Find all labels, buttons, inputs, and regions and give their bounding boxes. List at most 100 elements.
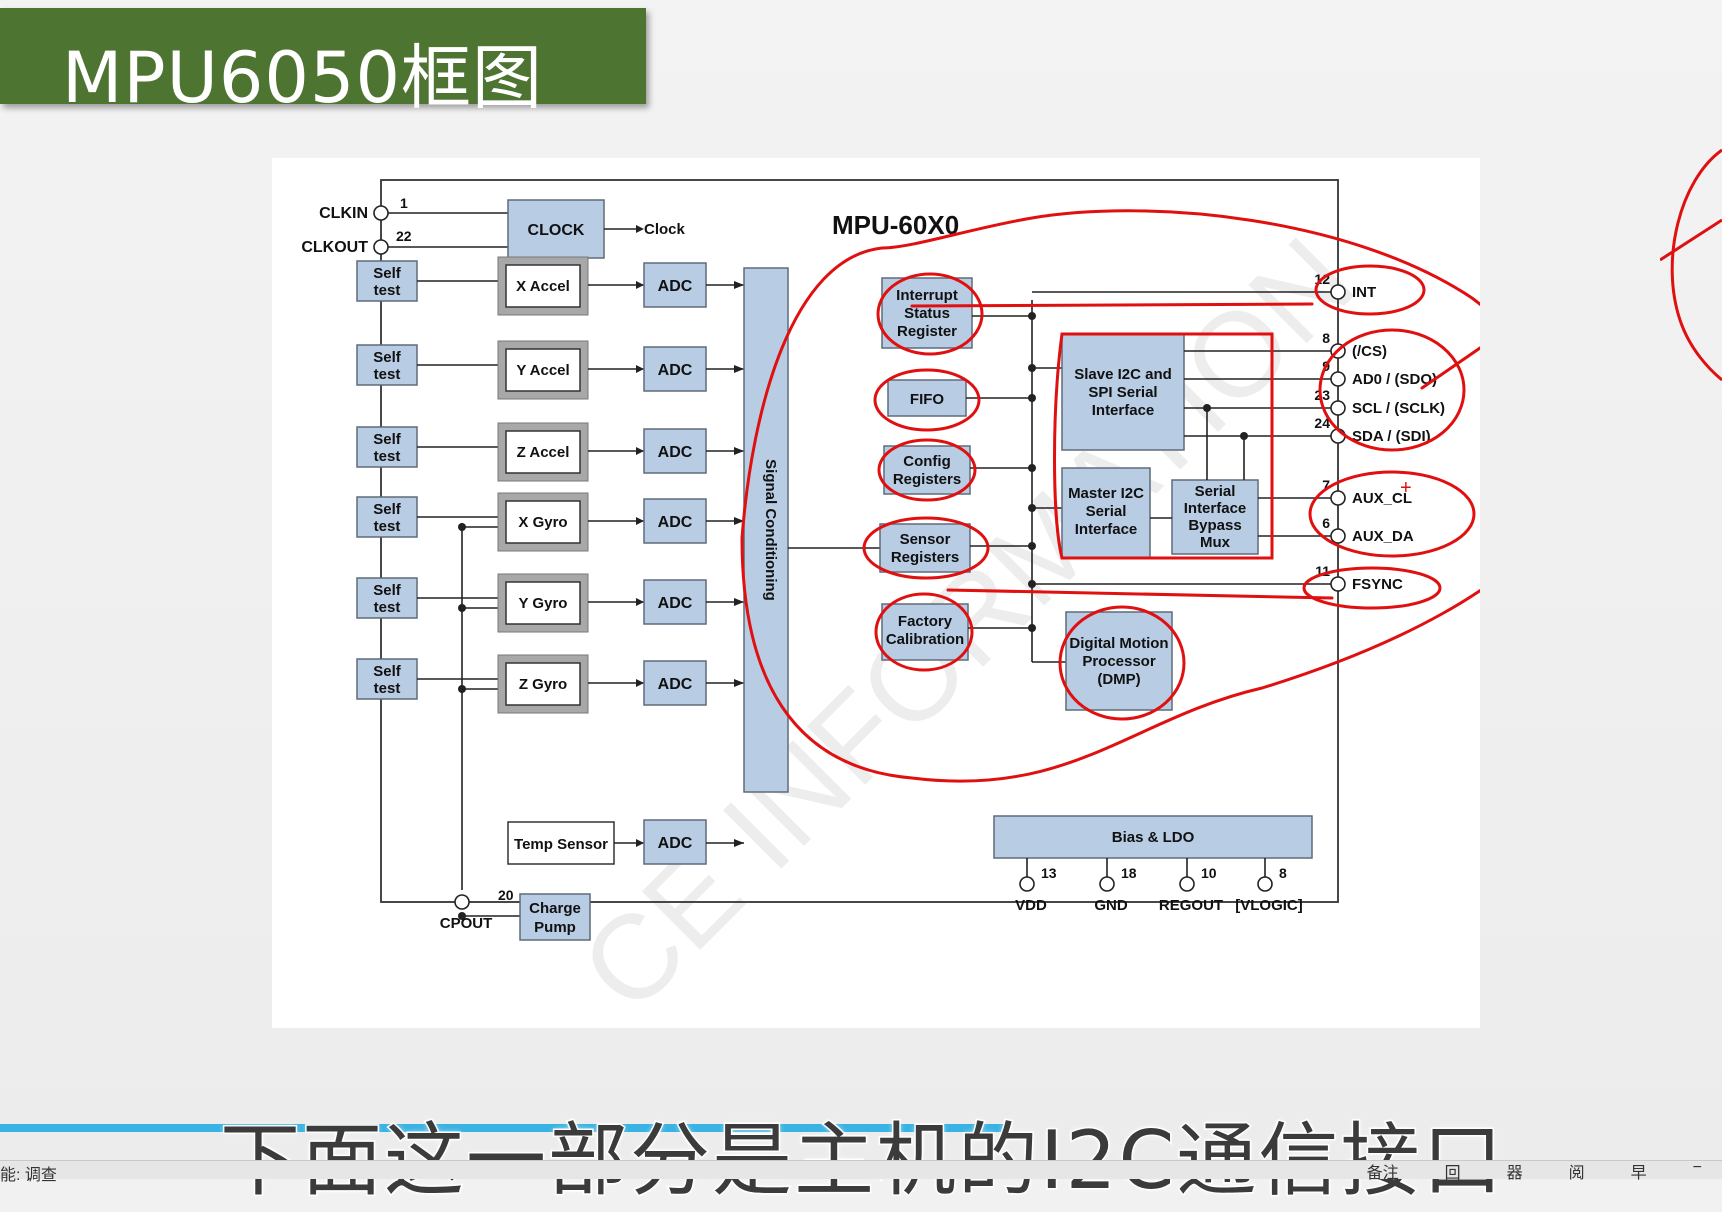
config-label-1: Config <box>903 453 950 470</box>
annotation-pointer <box>1420 346 1480 390</box>
factory-calibration-block <box>881 603 969 661</box>
junction <box>1028 394 1036 402</box>
dmp-label-1: Digital Motion <box>1069 635 1168 652</box>
right-pin-num: 23 <box>1314 387 1330 403</box>
adc-arrow <box>734 598 744 606</box>
bottom-pin <box>1019 876 1035 892</box>
fifo-label: FIFO <box>910 391 944 408</box>
self-test-label: test <box>374 366 401 383</box>
bias-ldo-block <box>993 815 1313 859</box>
right-pin-num: 8 <box>1322 330 1330 346</box>
bottom-pin-num: 10 <box>1201 865 1217 881</box>
self-test-block <box>356 577 418 619</box>
block-diagram: CE INFORMATION MPU-60X0 CLKIN CLKOUT 1 2… <box>272 158 1480 1028</box>
sensor-arrow <box>636 365 644 373</box>
self-test-label: test <box>374 599 401 616</box>
right-pin <box>1330 400 1346 416</box>
sensor-label: Z Accel <box>517 444 570 461</box>
cpout-label: CPOUT <box>440 915 493 932</box>
junction <box>1028 504 1036 512</box>
annotation-factory <box>874 592 974 672</box>
normal-view-button[interactable]: 回 <box>1444 1165 1461 1182</box>
adc-label: ADC <box>658 595 693 612</box>
mux-label-2: Interface <box>1184 500 1247 517</box>
config-registers-block <box>883 445 971 495</box>
mux-label-1: Serial <box>1195 483 1236 500</box>
factory-label-2: Calibration <box>886 631 964 648</box>
mux-label-3: Bypass <box>1188 517 1241 534</box>
clock-block-label: CLOCK <box>528 222 585 239</box>
sensor-arrow <box>636 447 644 455</box>
self-test-label: test <box>374 680 401 697</box>
annotation-aux <box>1308 470 1476 558</box>
sensor-block <box>505 581 581 625</box>
right-pin-name: (/CS) <box>1352 343 1387 360</box>
sensor-block <box>505 348 581 392</box>
master-label-3: Interface <box>1075 521 1138 538</box>
right-pin <box>1330 371 1346 387</box>
adc-arrow <box>734 365 744 373</box>
self-test-block <box>356 344 418 386</box>
annotation-plus: + <box>1400 477 1412 499</box>
config-label-2: Registers <box>893 471 961 488</box>
right-pin-name: SCL / (SCLK) <box>1352 400 1445 417</box>
sensor-label: X Accel <box>516 278 570 295</box>
right-pin <box>1330 576 1346 592</box>
right-pin-name: AUX_CL <box>1352 490 1412 507</box>
self-test-block <box>356 496 418 538</box>
notes-button[interactable]: 备注 <box>1366 1165 1399 1182</box>
adc-arrow <box>734 447 744 455</box>
self-test-label: Self <box>373 349 402 366</box>
sensor-block <box>505 430 581 474</box>
charge-pump-block <box>519 893 591 941</box>
self-test-label: test <box>374 282 401 299</box>
bottom-pin-name: VDD <box>1015 897 1047 914</box>
annotation-outline <box>740 209 1480 783</box>
sensor-label: X Gyro <box>518 514 567 531</box>
sensor-label: Z Gyro <box>519 676 567 693</box>
interrupt-status-block <box>881 277 973 349</box>
annotation-edge-curve <box>1670 148 1722 382</box>
reading-view-button[interactable]: 阅 <box>1568 1165 1585 1182</box>
self-test-label: Self <box>373 431 402 448</box>
adc-block <box>643 498 707 544</box>
sensor-reg-label-1: Sensor <box>900 531 951 548</box>
zoom-out-button[interactable]: − <box>1692 1159 1702 1176</box>
sensor-block <box>505 662 581 706</box>
annotation-serial <box>1053 332 1274 560</box>
self-test-block <box>356 260 418 302</box>
adc-label: ADC <box>658 278 693 295</box>
block-diagram-svg: CE INFORMATION MPU-60X0 CLKIN CLKOUT 1 2… <box>301 179 1480 1028</box>
master-i2c-block <box>1061 467 1151 559</box>
annotation-interrupt <box>876 272 984 356</box>
sensor-reg-label-2: Registers <box>891 549 959 566</box>
charge-pump-label-2: Pump <box>534 919 576 936</box>
slave-label-1: Slave I2C and <box>1074 366 1172 383</box>
self-test-label: Self <box>373 265 402 282</box>
right-pin <box>1330 284 1346 300</box>
adc-label: ADC <box>658 676 693 693</box>
adc-arrow <box>734 517 744 525</box>
clock-output-label: Clock <box>644 221 686 238</box>
sensor-label: Y Gyro <box>519 595 568 612</box>
right-pin-name: AD0 / (SDO) <box>1352 371 1437 388</box>
bottom-pin-num: 13 <box>1041 865 1057 881</box>
clkout-num: 22 <box>396 228 412 244</box>
slideshow-button[interactable]: 早 <box>1630 1165 1647 1182</box>
status-bar: 能: 调查 备注 回 器 阅 早 − <box>0 1159 1722 1184</box>
annotation-edge <box>1660 148 1722 382</box>
right-pin <box>1330 490 1346 506</box>
clkin-num: 1 <box>400 195 408 211</box>
red-annotations: + <box>740 209 1480 783</box>
clkout-label: CLKOUT <box>301 239 368 256</box>
status-left: 能: 调查 <box>0 1167 57 1184</box>
bottom-pin-num: 18 <box>1121 865 1137 881</box>
sorter-view-button[interactable]: 器 <box>1506 1165 1523 1182</box>
charge-pump-junction <box>458 912 466 920</box>
right-pin-name: SDA / (SDI) <box>1352 428 1431 445</box>
right-pin <box>1330 528 1346 544</box>
sensor-arrow <box>636 281 644 289</box>
clkin-label: CLKIN <box>319 205 368 222</box>
